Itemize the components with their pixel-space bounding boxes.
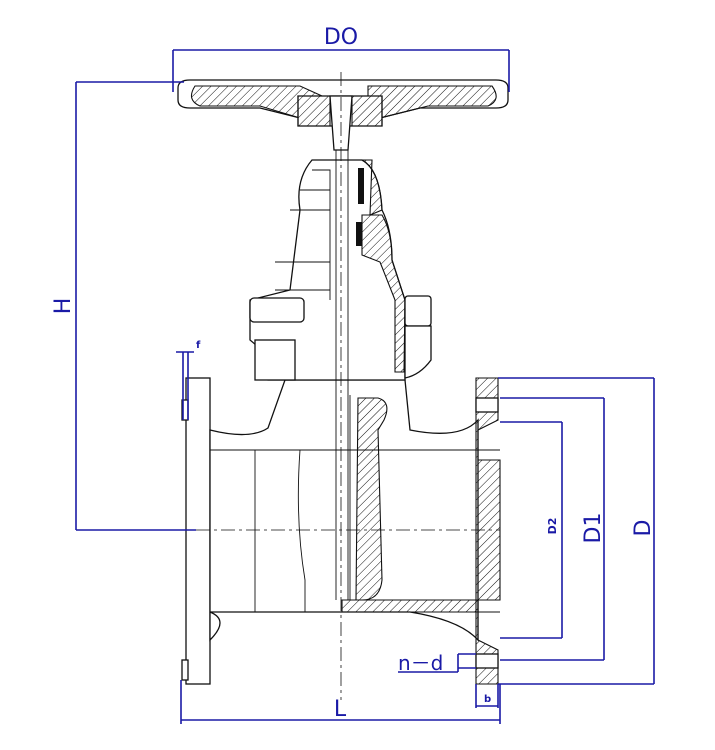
stem-seal-lower <box>356 222 362 246</box>
h-label: H <box>51 298 76 315</box>
hub-section-right <box>351 95 383 127</box>
handwheel <box>177 79 509 151</box>
bonnet-wall-section <box>361 214 406 373</box>
bonnet-flange-right <box>404 325 432 379</box>
f-label: f <box>196 340 201 351</box>
stem-seal <box>358 168 364 204</box>
left-flange-gasket-bottom <box>181 659 189 681</box>
right-bolt-hole-top <box>475 397 499 413</box>
valve-stem <box>335 150 349 600</box>
d-label: D <box>631 520 656 537</box>
dimensions: DO H f D2 D1 D n－d b <box>51 25 656 724</box>
l-label: L <box>334 697 347 722</box>
stuffing-box-lines <box>300 169 331 210</box>
d2-label: D2 <box>546 518 559 535</box>
right-bolt-hole-bottom <box>475 653 499 669</box>
bore-contour <box>254 449 306 612</box>
bonnet-bolt-left <box>249 297 305 323</box>
handwheel-spoke-right <box>367 85 497 119</box>
hub-section-left <box>297 95 331 127</box>
gate-wedge-section <box>355 397 388 601</box>
valve-bonnet <box>249 159 432 381</box>
bonnet-bolt-right <box>404 295 432 327</box>
d0-label: DO <box>324 25 358 50</box>
b-label: b <box>484 694 491 705</box>
bonnet-top-section <box>359 159 383 216</box>
left-flange <box>185 377 211 685</box>
right-flange-section <box>475 377 501 685</box>
valve-body <box>181 377 501 685</box>
d1-label: D1 <box>581 513 606 544</box>
bonnet-foot-left <box>254 339 296 381</box>
lower-body-section <box>341 599 479 613</box>
nd-label: n－d <box>398 651 443 675</box>
